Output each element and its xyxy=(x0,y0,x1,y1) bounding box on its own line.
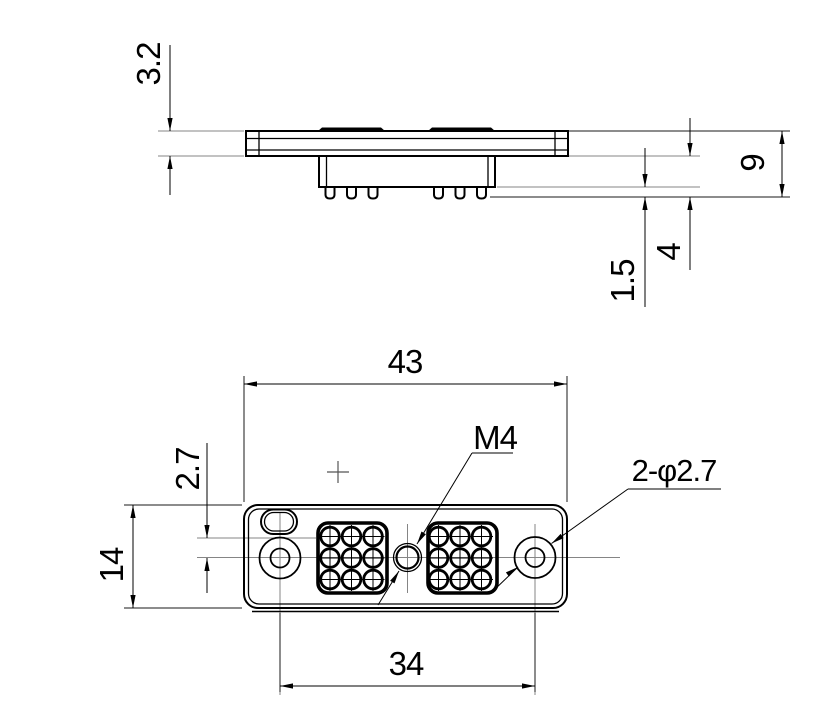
flange-front-inner xyxy=(247,508,564,605)
mounting-hole-right xyxy=(513,536,557,579)
insulator-bump xyxy=(428,127,495,131)
dim-width: 43 xyxy=(243,343,568,502)
holes-label: 2-φ2.7 xyxy=(632,453,717,488)
pin xyxy=(324,186,336,200)
m4-leader: M4 xyxy=(377,419,519,606)
dim-overall-height: 9 xyxy=(734,131,785,197)
dim-43-label: 43 xyxy=(388,343,423,380)
part-face xyxy=(244,505,567,608)
dim-hole-offset: 2.7 xyxy=(169,443,210,593)
pin xyxy=(367,186,379,200)
side-view: 3.2 9 4 1.5 xyxy=(130,43,790,307)
dim-pin-clearance: 1.5 xyxy=(604,148,648,307)
mounting-hole-left xyxy=(258,536,302,580)
insulator-bump xyxy=(318,127,385,131)
front-view: 43 34 14 2.7 xyxy=(93,343,721,695)
m4-label: M4 xyxy=(473,419,517,456)
pin xyxy=(476,186,487,200)
dim-2-7-label: 2.7 xyxy=(169,448,206,491)
flange-outline xyxy=(245,130,569,157)
dim-top-thickness: 3.2 xyxy=(130,43,173,195)
dim-body-height: 4 xyxy=(650,118,693,270)
dim-hole-spacing: 34 xyxy=(279,613,536,692)
dim-34-label: 34 xyxy=(389,645,424,682)
contact-grid-left xyxy=(316,521,389,595)
dim-4-label: 4 xyxy=(650,243,687,261)
body-outline xyxy=(318,155,496,188)
center-mark xyxy=(327,461,349,483)
obround-cutout xyxy=(260,508,298,535)
flange-front-outline xyxy=(243,504,568,609)
dim-1-5-label: 1.5 xyxy=(604,260,641,303)
dim-9-label: 9 xyxy=(734,154,771,171)
dim-3-2-label: 3.2 xyxy=(130,43,167,86)
m4-hole xyxy=(392,542,423,573)
dim-14-label: 14 xyxy=(93,547,130,582)
pin xyxy=(433,186,444,200)
pin xyxy=(454,186,466,200)
obround-cutout-inner xyxy=(263,511,295,532)
pin xyxy=(346,186,357,200)
holes-leader: 2-φ2.7 xyxy=(491,453,721,593)
dim-height: 14 xyxy=(93,504,242,609)
